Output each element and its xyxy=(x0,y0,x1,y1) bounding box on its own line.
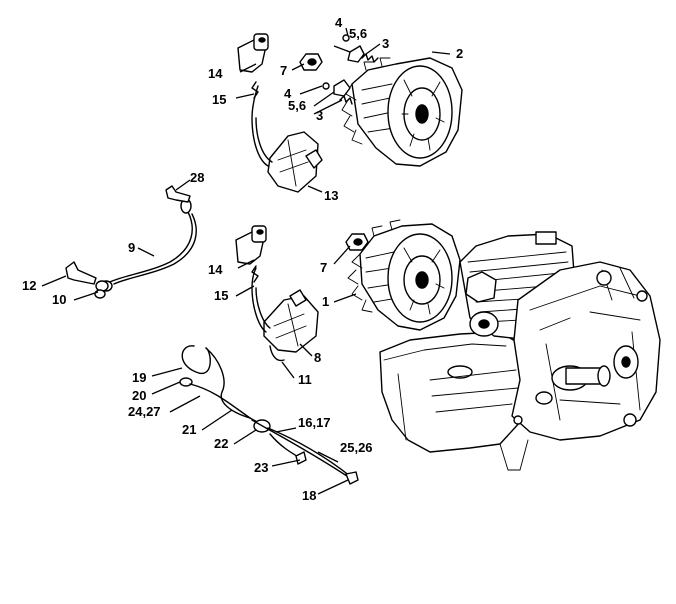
callout-25-26: 25,26 xyxy=(340,440,373,455)
callout-15-mid: 15 xyxy=(214,288,228,303)
callout-14-mid: 14 xyxy=(208,262,223,277)
engine-block xyxy=(379,231,661,471)
ground-wire xyxy=(99,198,197,292)
callout-15-top: 15 xyxy=(212,92,226,107)
callout-23: 23 xyxy=(254,460,268,475)
callout-3-mid: 3 xyxy=(316,108,323,123)
callout-21: 21 xyxy=(182,422,196,437)
callout-16-17: 16,17 xyxy=(298,415,331,430)
callout-14-top: 14 xyxy=(208,66,223,81)
callout-19: 19 xyxy=(132,370,146,385)
callout-10: 10 xyxy=(52,292,66,307)
callout-9: 9 xyxy=(128,240,135,255)
leader-lines xyxy=(41,27,451,495)
callout-7-mid: 7 xyxy=(320,260,327,275)
callout-18: 18 xyxy=(302,488,316,503)
callout-2: 2 xyxy=(456,46,463,61)
callout-12: 12 xyxy=(22,278,36,293)
callout-22: 22 xyxy=(214,436,228,451)
callout-8: 8 xyxy=(314,350,321,365)
screw-hardware xyxy=(65,185,191,299)
flywheel-top xyxy=(341,57,463,167)
callout-labels: 14 15 7 4 5,6 3 2 4 5,6 3 13 28 9 12 10 … xyxy=(22,15,463,503)
callout-5-6-mid: 5,6 xyxy=(288,98,306,113)
callout-28: 28 xyxy=(190,170,204,185)
hardware-top xyxy=(299,34,379,105)
callout-4-mid: 4 xyxy=(284,86,292,101)
callout-4-top: 4 xyxy=(335,15,343,30)
callout-24-27: 24,27 xyxy=(128,404,161,419)
callout-1: 1 xyxy=(322,294,329,309)
ignition-lead-boot-top xyxy=(237,33,269,73)
callout-7-top: 7 xyxy=(280,63,287,78)
ignition-module-middle xyxy=(251,265,319,362)
ignition-lead-boot-middle xyxy=(235,225,267,265)
ignition-module-top xyxy=(251,81,323,193)
short-circuit-wire-harness xyxy=(179,345,359,485)
callout-3-top: 3 xyxy=(382,36,389,51)
callout-11: 11 xyxy=(298,372,312,387)
callout-13: 13 xyxy=(324,188,338,203)
callout-5-6-top: 5,6 xyxy=(349,26,367,41)
flywheel-middle xyxy=(347,219,461,331)
callout-20: 20 xyxy=(132,388,146,403)
hardware-middle xyxy=(345,233,369,251)
